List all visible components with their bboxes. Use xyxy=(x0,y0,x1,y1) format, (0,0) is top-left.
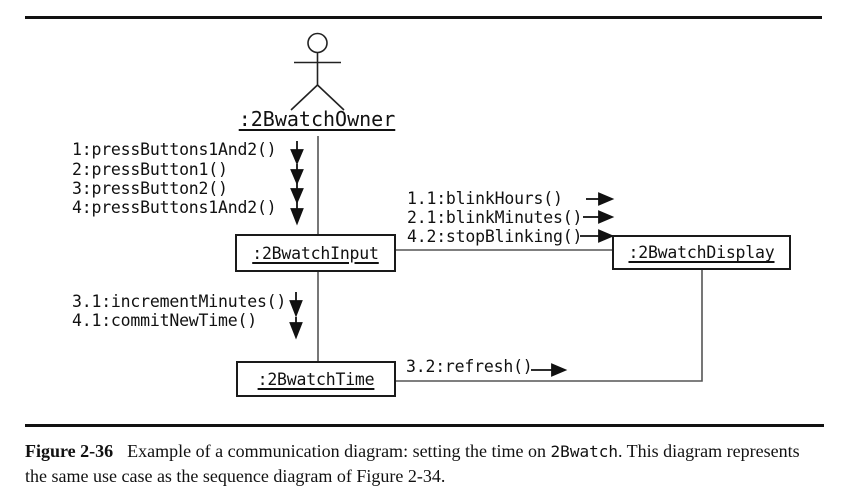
actor-label: :2BwatchOwner xyxy=(238,107,396,131)
object-label: :2BwatchDisplay xyxy=(628,243,775,262)
message-label: 4.2:stopBlinking() xyxy=(407,227,583,246)
figure-caption-line1: Figure 2-36 Example of a communication di… xyxy=(25,441,800,462)
caption-text: . This diagram represents xyxy=(617,441,800,461)
actor-icon xyxy=(290,32,345,111)
object-label: :2BwatchTime xyxy=(257,369,375,389)
top-divider-rule xyxy=(25,16,822,19)
message-label: 3:pressButton2() xyxy=(72,179,228,198)
object-box-2bwatchtime: :2BwatchTime xyxy=(236,361,396,397)
figure-caption-line2: the same use case as the sequence diagra… xyxy=(25,466,446,486)
message-label: 4:pressButtons1And2() xyxy=(72,198,277,217)
caption-divider-rule xyxy=(25,424,824,427)
message-label: 1:pressButtons1And2() xyxy=(72,140,277,159)
message-label: 2.1:blinkMinutes() xyxy=(407,208,583,227)
message-label: 1.1:blinkHours() xyxy=(407,189,563,208)
message-label: 4.1:commitNewTime() xyxy=(72,311,257,330)
message-label: 3.2:refresh() xyxy=(406,357,533,376)
figure-number-label: Figure 2-36 xyxy=(25,441,114,461)
message-label: 3.1:incrementMinutes() xyxy=(72,292,287,311)
message-arrow-down-icons xyxy=(289,141,304,340)
message-label: 2:pressButton1() xyxy=(72,160,228,179)
object-label: :2BwatchInput xyxy=(252,243,379,263)
caption-inline-code: 2Bwatch xyxy=(550,442,618,461)
message-arrow-right-icons xyxy=(531,192,615,377)
link-time-display xyxy=(396,270,703,382)
object-box-2bwatchinput: :2BwatchInput xyxy=(235,234,396,272)
caption-text: Example of a communication diagram: sett… xyxy=(127,441,551,461)
link-lines xyxy=(317,136,703,382)
object-box-2bwatchdisplay: :2BwatchDisplay xyxy=(612,235,791,270)
